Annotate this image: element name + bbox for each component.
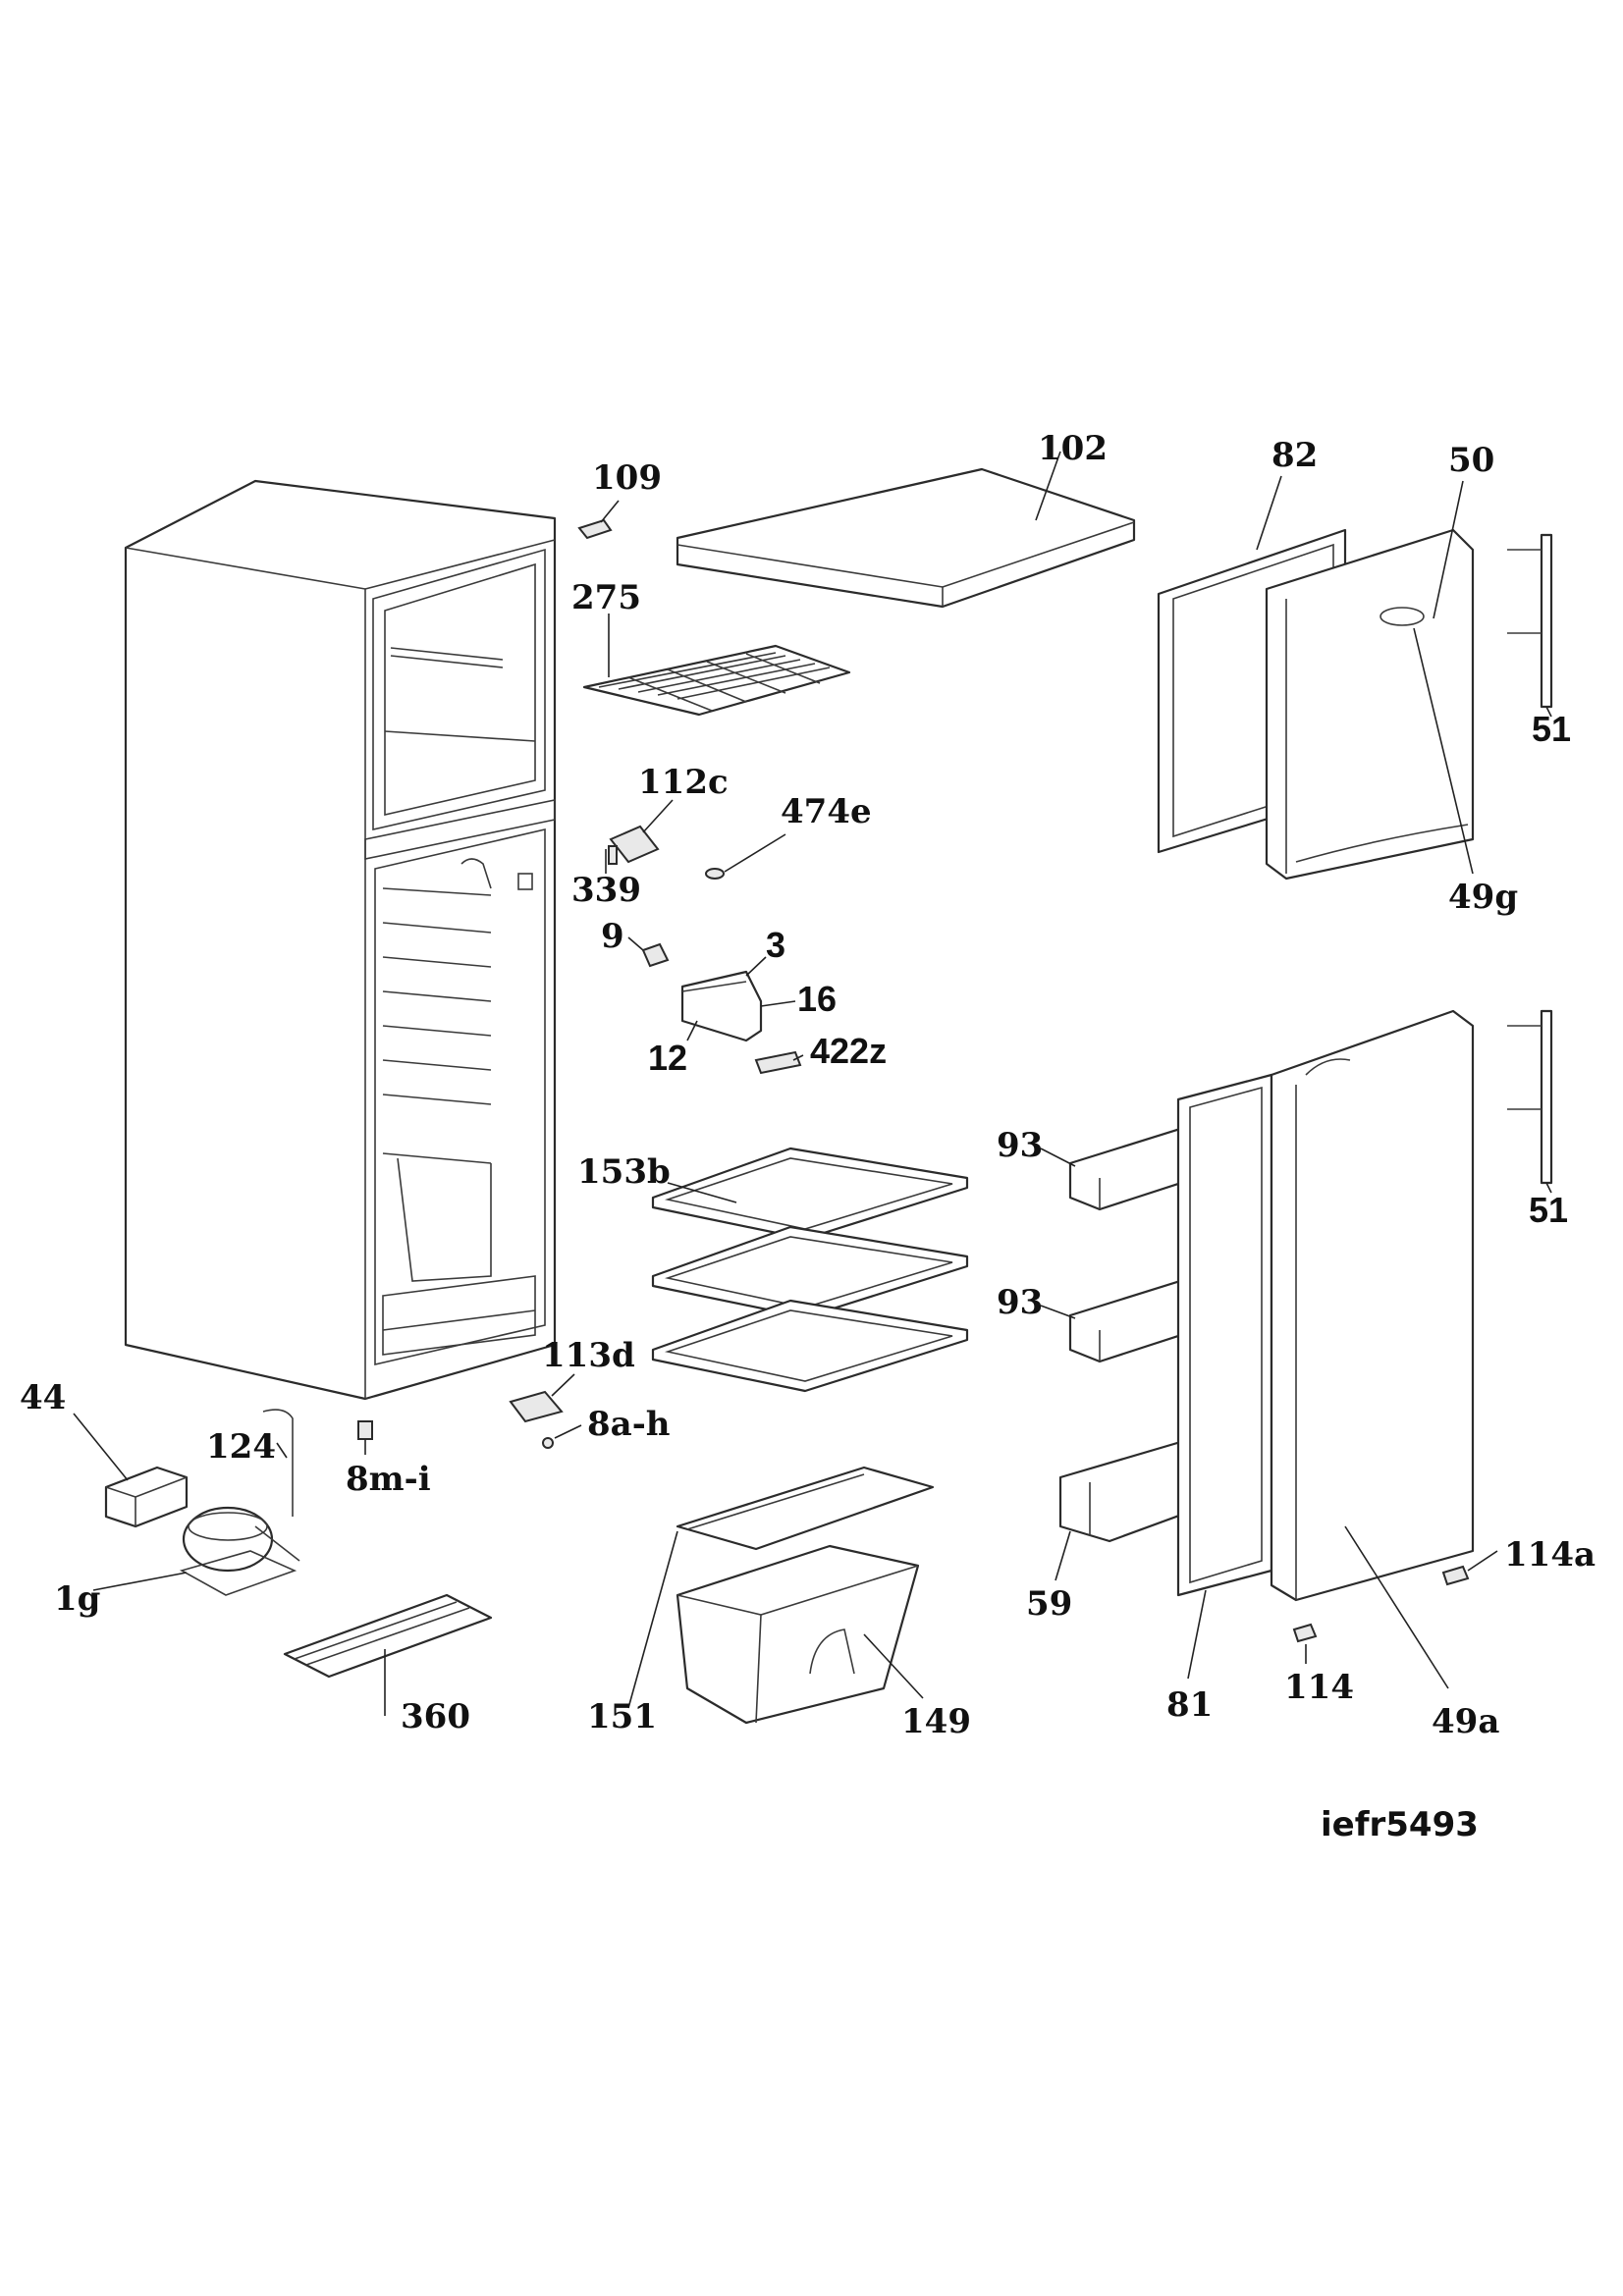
label-82: 82 xyxy=(1271,436,1318,475)
label-93-middle: 93 xyxy=(997,1283,1043,1322)
label-153b: 153b xyxy=(577,1152,671,1192)
label-8a-h: 8a-h xyxy=(587,1405,671,1444)
label-50: 50 xyxy=(1448,441,1494,480)
label-3: 3 xyxy=(766,925,785,965)
part-124-pipe xyxy=(262,1409,294,1517)
label-51-bottom: 51 xyxy=(1529,1190,1568,1230)
part-49a-fridge-door xyxy=(1270,1009,1475,1689)
label-49a: 49a xyxy=(1432,1702,1499,1741)
part-44-box xyxy=(73,1413,189,1528)
label-275: 275 xyxy=(571,578,641,617)
label-9: 9 xyxy=(601,917,624,956)
part-109-clip xyxy=(577,500,620,540)
part-114-hinge-pin xyxy=(1292,1623,1318,1664)
part-275-wire-shelf xyxy=(582,614,851,717)
part-81-fridge-gasket xyxy=(1176,1073,1273,1680)
part-thermostat-assembly xyxy=(627,936,804,1075)
label-51-top: 51 xyxy=(1532,709,1571,749)
diagram-code: iefr5493 xyxy=(1321,1805,1479,1844)
part-labels: 109 102 82 50 275 51 112c 474e 339 49g 9… xyxy=(20,429,1596,1844)
part-114a-hinge-pin xyxy=(1441,1550,1498,1586)
part-360-base-plate xyxy=(283,1593,493,1716)
label-102: 102 xyxy=(1038,429,1108,468)
fridge-cabinet xyxy=(124,479,557,1401)
label-114a: 114a xyxy=(1504,1535,1596,1575)
label-16: 16 xyxy=(797,979,837,1019)
label-1g: 1g xyxy=(54,1579,100,1619)
label-360: 360 xyxy=(401,1697,470,1736)
part-8m-i xyxy=(357,1420,373,1455)
part-50-freezer-door xyxy=(1265,480,1475,881)
label-12: 12 xyxy=(648,1038,687,1078)
part-149-crisper-drawer xyxy=(676,1544,924,1725)
part-51-handle-bottom xyxy=(1507,1009,1553,1194)
label-59: 59 xyxy=(1026,1584,1072,1624)
part-153b-glass-shelves xyxy=(651,1147,969,1393)
label-149: 149 xyxy=(901,1702,971,1741)
label-44: 44 xyxy=(20,1378,66,1417)
label-151: 151 xyxy=(587,1697,657,1736)
label-422z: 422z xyxy=(810,1031,887,1071)
part-1g-compressor xyxy=(92,1506,300,1596)
label-114: 114 xyxy=(1284,1668,1354,1707)
label-49g: 49g xyxy=(1448,878,1518,917)
label-112c: 112c xyxy=(638,763,729,802)
part-102-shelf-cover xyxy=(676,451,1136,609)
label-81: 81 xyxy=(1166,1685,1213,1725)
part-113d-hinge xyxy=(509,1373,582,1449)
part-51-handle-top xyxy=(1507,533,1553,718)
label-474e: 474e xyxy=(781,792,872,831)
label-339: 339 xyxy=(571,871,641,910)
part-474e xyxy=(705,833,786,880)
label-124: 124 xyxy=(206,1427,276,1467)
label-109: 109 xyxy=(592,458,662,498)
part-112c-hinge xyxy=(605,799,674,874)
label-93-top: 93 xyxy=(997,1126,1043,1165)
label-113d: 113d xyxy=(542,1336,635,1375)
label-8m-i: 8m-i xyxy=(346,1460,431,1499)
part-151-crisper-cover xyxy=(627,1466,935,1709)
